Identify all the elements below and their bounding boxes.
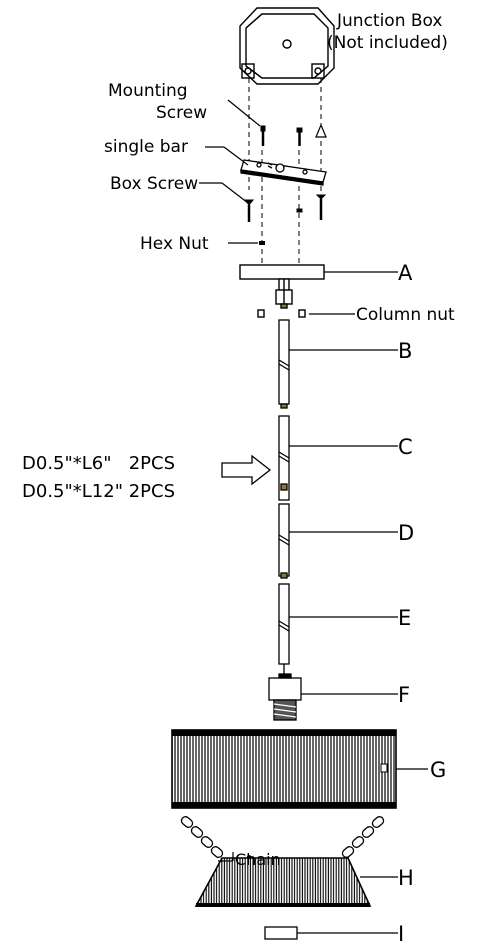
mounting-screw-label-2: Screw	[156, 103, 207, 123]
part-label-d: D	[398, 521, 414, 545]
rods	[278, 319, 290, 676]
part-label-g: G	[430, 758, 446, 782]
part-label-e: E	[398, 606, 411, 630]
box-screw-label: Box Screw	[110, 174, 198, 194]
canopy-part	[239, 264, 325, 318]
column-nut-label: Column nut	[356, 305, 455, 325]
drum-shade-part	[171, 729, 397, 809]
single-bar-label: single bar	[104, 137, 188, 157]
part-label-c: C	[398, 435, 413, 459]
part-label-h: H	[398, 866, 414, 890]
part-i	[264, 926, 298, 940]
chain-part	[180, 816, 385, 858]
spec-line-2: D0.5"*L12" 2PCS	[22, 481, 175, 502]
part-label-b: B	[398, 339, 412, 363]
socket-part	[268, 673, 302, 721]
chain-label: Chain	[235, 850, 281, 869]
mounting-screw-label-1: Mounting	[108, 81, 188, 101]
mounting-screws	[260, 125, 303, 146]
junction-box-label-1: Junction Box	[336, 11, 442, 31]
spec-line-1: D0.5"*L6" 2PCS	[22, 453, 175, 474]
part-label-i: I	[398, 922, 404, 942]
diffuser-part	[194, 855, 372, 907]
leader-lines	[199, 99, 428, 934]
part-label-f: F	[398, 683, 410, 707]
hex-nut-label: Hex Nut	[140, 234, 209, 254]
single-bar-part	[240, 159, 327, 186]
hex-nut-part	[259, 241, 265, 245]
spec-arrow-icon	[221, 454, 272, 486]
junction-box-label-2: (Not included)	[327, 33, 448, 53]
box-screws	[243, 194, 327, 222]
junction-box	[239, 7, 335, 85]
part-label-a: A	[398, 261, 413, 285]
